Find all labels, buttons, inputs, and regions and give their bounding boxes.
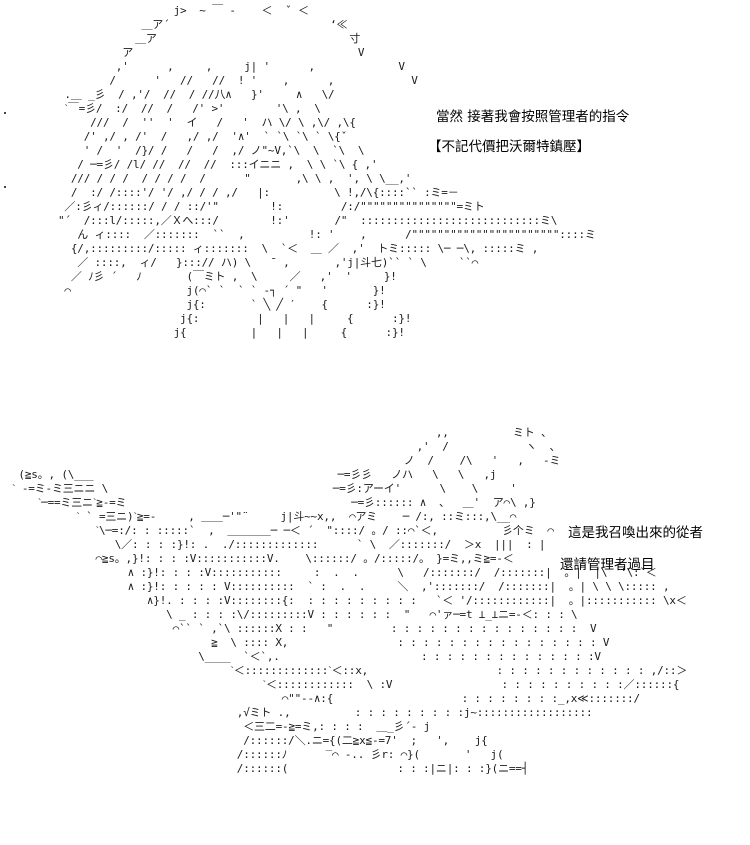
ascii-art-character-hooded: j> ~ ￣ ‐ ＜ ˇ ＜ ＿ア´ ‘≪ ＿ア 寸 ア V ,' , , j|…: [58, 4, 596, 339]
dialogue-line-1: 當然 接著我會按照管理者的指令: [436, 109, 630, 125]
panel-top: j> ~ ￣ ‐ ＜ ˇ ＜ ＿ア´ ‘≪ ＿ア 寸 ア V ,' , , j|…: [0, 0, 750, 420]
panel-bottom: ,, ミト 、 ,' / ヽ 、 ノ / /\ ' , ‐ミ (≧s。, (\_…: [0, 420, 750, 845]
margin-dot: [4, 186, 6, 188]
dialogue-line-2: 【不記代價把沃爾特鎮壓】: [428, 139, 590, 155]
dialogue-line-3: 這是我召喚出來的從者: [568, 525, 703, 541]
ascii-art-character-summoning: ,, ミト 、 ,' / ヽ 、 ノ / /\ ' , ‐ミ (≧s。, (\_…: [12, 426, 688, 775]
margin-dot: [4, 112, 6, 114]
dialogue-line-4: 還請管理者過目: [560, 557, 655, 573]
